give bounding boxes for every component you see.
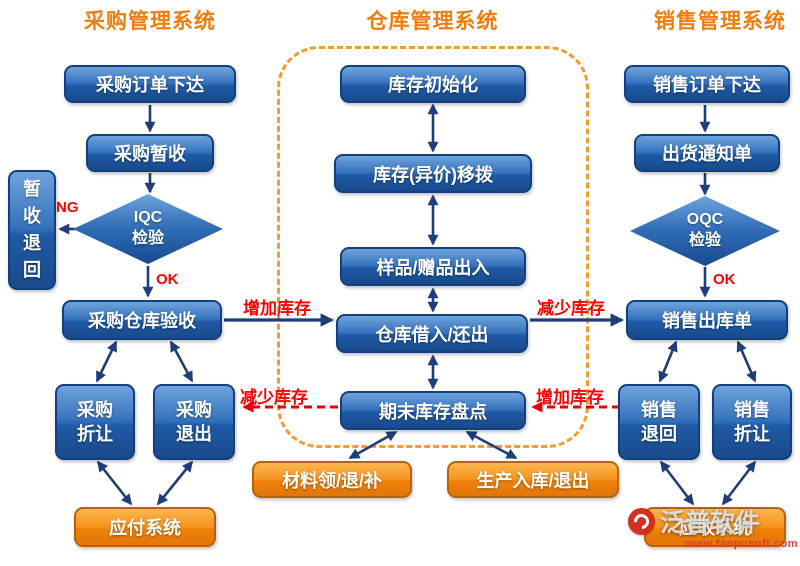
single-direction-arrows (58, 105, 711, 327)
increase-stock-label-bottom-right: 增加库存 (536, 388, 604, 407)
material-in-out-box: 材料领/退/补 (252, 461, 412, 498)
payable-system-box: 应付系统 (74, 507, 216, 547)
purchase-return-box: 采购退出 (153, 384, 235, 460)
sales-discount-label: 销售折让 (734, 399, 770, 444)
increase-stock-label-left: 增加库存 (243, 299, 311, 318)
warehouse-system-header: 仓库管理系统 (366, 10, 499, 33)
sales-return-label: 销售退回 (641, 399, 677, 444)
iqc-label: IQC 检验 (131, 209, 164, 247)
inventory-transfer-box: 库存(异价)移拨 (334, 154, 532, 193)
production-in-out-box: 生产入库/退出 (447, 461, 619, 498)
temp-receipt-return-label: 暂收退回 (22, 179, 41, 280)
receivable-system-box: 应收系统 (644, 507, 786, 547)
warehouse-dashed-frame (277, 46, 589, 448)
decrease-stock-label-right: 减少库存 (537, 299, 605, 318)
purchase-temp-receipt-box: 采购暂收 (86, 134, 214, 172)
sales-system-header: 销售管理系统 (654, 10, 786, 33)
decrease-stock-label-bottom-left: 减少库存 (240, 388, 308, 407)
watermark-brand: 泛普软件 (660, 509, 761, 537)
purchase-discount-box: 采购折让 (55, 384, 135, 460)
temp-receipt-return-box: 暂收退回 (8, 170, 56, 290)
inventory-init-box: 库存初始化 (340, 65, 526, 103)
period-stocktake-box: 期末库存盘点 (340, 391, 526, 430)
watermark: 泛普软件 www.fanpusoft.com (628, 503, 798, 550)
purchase-system-header: 采购管理系统 (84, 10, 216, 33)
ship-notice-box: 出货通知单 (634, 134, 780, 172)
watermark-url: www.fanpusoft.com (685, 538, 798, 550)
bidirectional-arrows (95, 103, 757, 506)
sample-gift-box: 样品/赠品出入 (340, 247, 526, 286)
ok-label-left: OK (156, 271, 179, 288)
purchase-order-release-box: 采购订单下达 (64, 65, 236, 103)
sales-order-release-box: 销售订单下达 (624, 65, 790, 103)
logo-swirl-icon (630, 510, 653, 532)
sales-discount-box: 销售折让 (712, 384, 792, 460)
purchase-discount-label: 采购折让 (77, 399, 113, 444)
fanpu-logo-icon (628, 507, 655, 535)
purchase-return-label: 采购退出 (176, 399, 212, 444)
purchase-warehouse-accept-box: 采购仓库验收 (62, 300, 222, 340)
watermark-row: 泛普软件 (628, 503, 798, 539)
sales-outbound-box: 销售出库单 (626, 300, 788, 340)
ok-label-right: OK (713, 271, 736, 288)
warehouse-borrow-box: 仓库借入/还出 (336, 314, 528, 353)
oqc-label: OQC 检验 (686, 211, 724, 249)
sales-return-box: 销售退回 (618, 384, 700, 460)
ng-label: NG (56, 199, 79, 216)
